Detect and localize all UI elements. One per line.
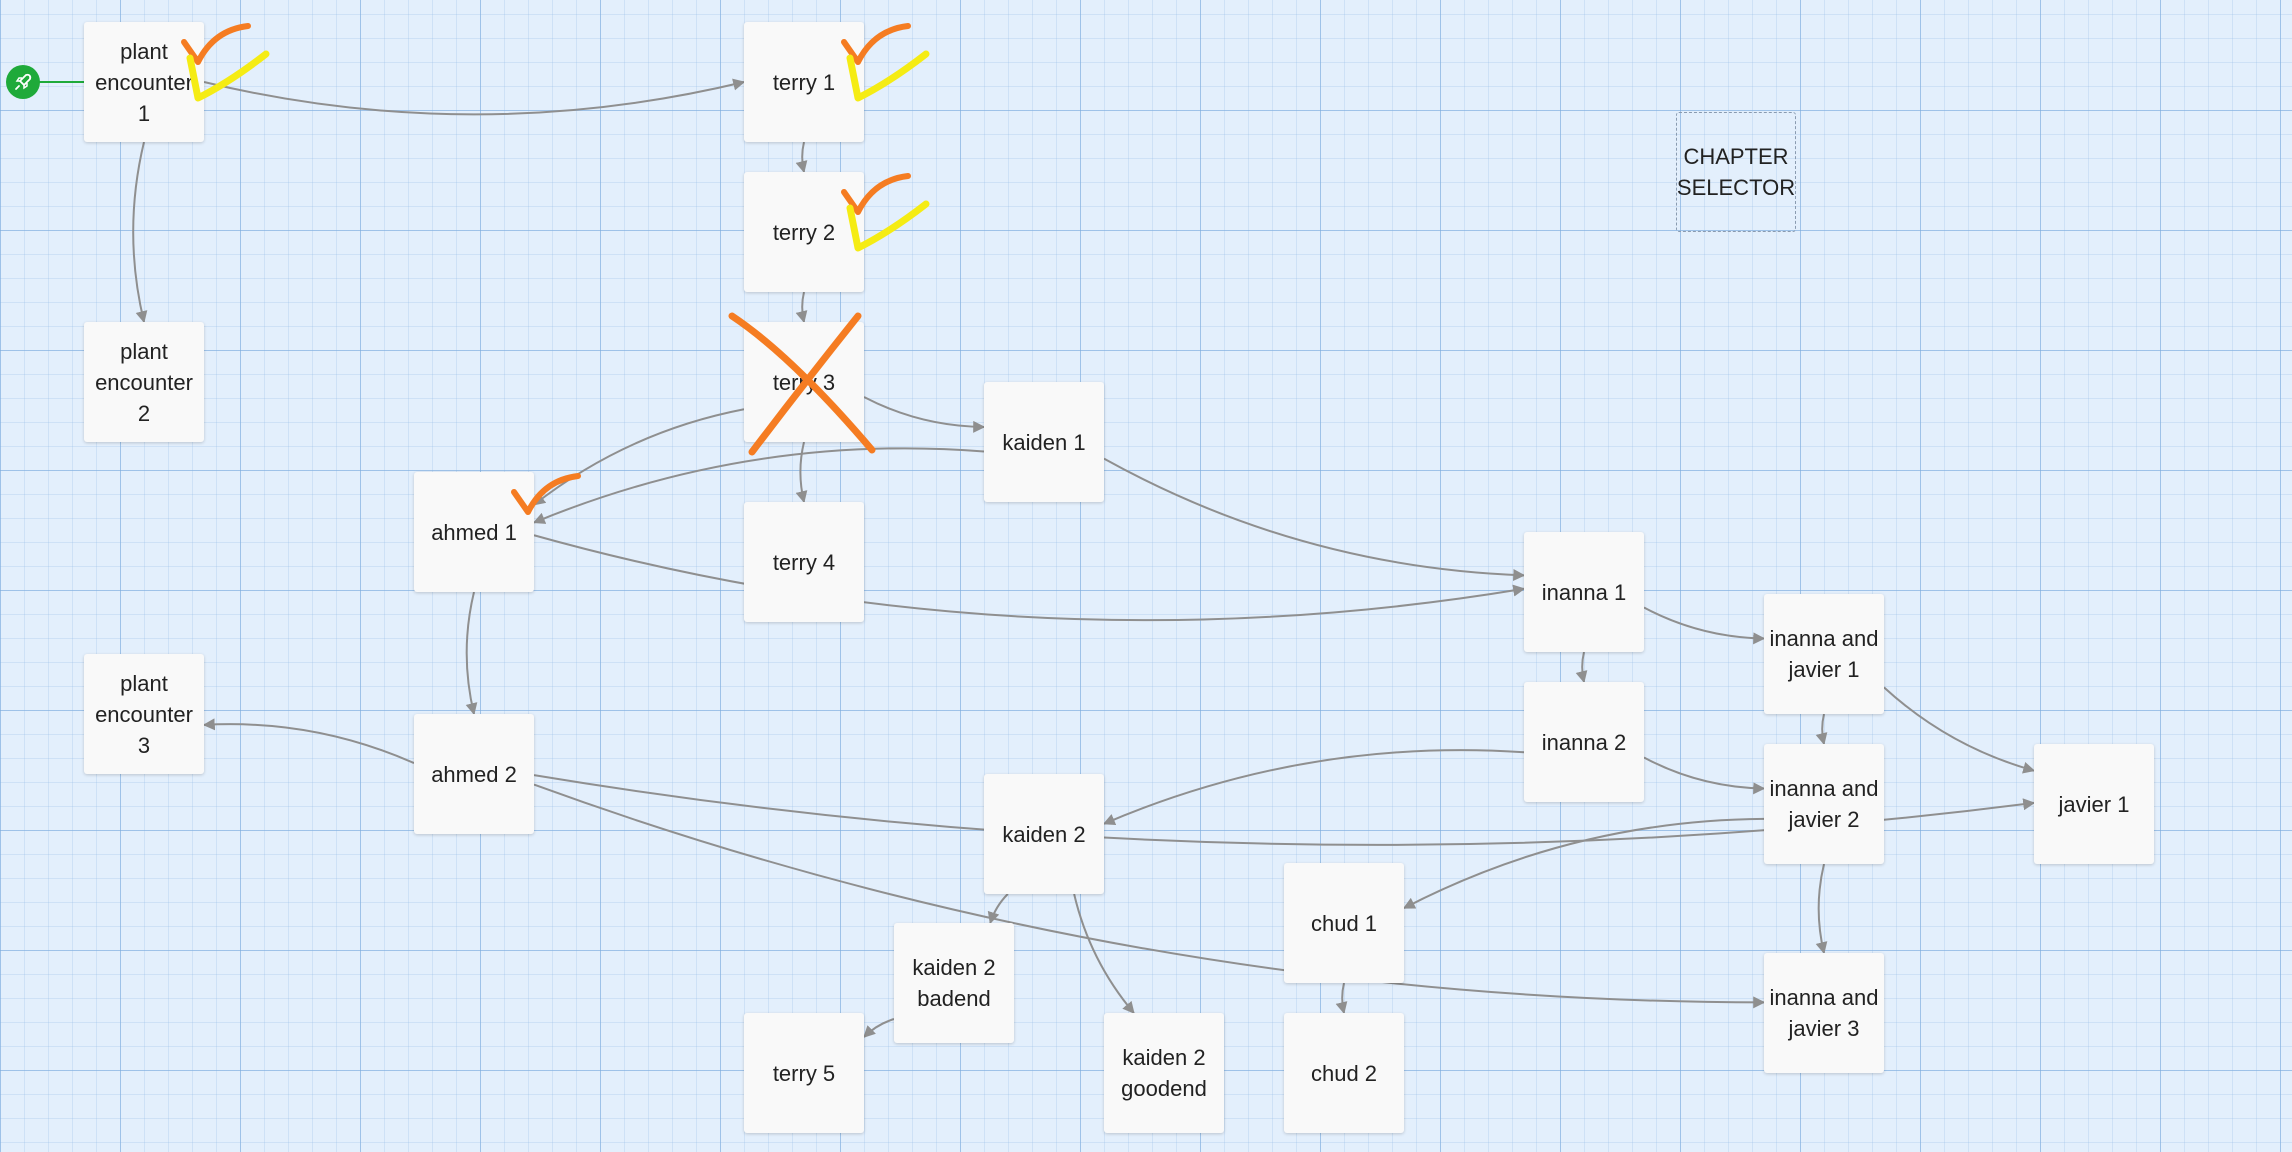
link-arrow-kaiden-1-to-ahmed-1 bbox=[532, 447, 985, 524]
rocket-icon bbox=[15, 73, 32, 90]
link-arrow-inanna-1-to-inanna-2 bbox=[1575, 651, 1588, 684]
passage-plant-encounter-2[interactable]: plant encounter 2 bbox=[84, 322, 204, 442]
link-arrow-chud-1-to-chud-2 bbox=[1335, 982, 1348, 1015]
link-arrow-plant-encounter-1-to-plant-encounter-2 bbox=[132, 141, 148, 324]
link-arrow-inanna-1-to-inanna-and-javier-1 bbox=[1643, 606, 1766, 645]
passage-ahmed-1[interactable]: ahmed 1 bbox=[414, 472, 534, 592]
passage-inanna-2[interactable]: inanna 2 bbox=[1524, 682, 1644, 802]
passage-terry-1[interactable]: terry 1 bbox=[744, 22, 864, 142]
link-arrow-ahmed-2-to-plant-encounter-3 bbox=[202, 718, 415, 765]
link-arrow-kaiden-2-badend-to-terry-5 bbox=[863, 1018, 895, 1038]
link-arrow-ahmed-1-to-inanna-1 bbox=[533, 534, 1526, 622]
passage-terry-5[interactable]: terry 5 bbox=[744, 1013, 864, 1133]
passage-kaiden-1[interactable]: kaiden 1 bbox=[984, 382, 1104, 502]
passage-inanna-1[interactable]: inanna 1 bbox=[1524, 532, 1644, 652]
link-arrow-terry-3-to-kaiden-1 bbox=[863, 396, 986, 433]
passage-kaiden-2-goodend[interactable]: kaiden 2 goodend bbox=[1104, 1013, 1224, 1133]
passage-chud-1[interactable]: chud 1 bbox=[1284, 863, 1404, 983]
passage-inanna-and-javier-2[interactable]: inanna and javier 2 bbox=[1764, 744, 1884, 864]
passage-terry-3[interactable]: terry 3 bbox=[744, 322, 864, 442]
passage-inanna-and-javier-3[interactable]: inanna and javier 3 bbox=[1764, 953, 1884, 1073]
passage-plant-encounter-3[interactable]: plant encounter 3 bbox=[84, 654, 204, 774]
start-connector bbox=[38, 81, 84, 83]
link-arrow-ahmed-2-to-inanna-and-javier-3 bbox=[533, 783, 1766, 1009]
passage-inanna-and-javier-1[interactable]: inanna and javier 1 bbox=[1764, 594, 1884, 714]
passage-plant-encounter-1[interactable]: plant encounter 1 bbox=[84, 22, 204, 142]
link-arrow-inanna-2-to-inanna-and-javier-2 bbox=[1643, 756, 1766, 795]
link-arrow-terry-2-to-terry-3 bbox=[795, 291, 808, 324]
link-arrow-inanna-2-to-kaiden-2 bbox=[1102, 749, 1525, 826]
passage-chud-2[interactable]: chud 2 bbox=[1284, 1013, 1404, 1133]
link-arrow-inanna-and-javier-2-to-inanna-and-javier-3 bbox=[1815, 863, 1828, 955]
passage-javier-1[interactable]: javier 1 bbox=[2034, 744, 2154, 864]
link-arrow-terry-1-to-terry-2 bbox=[795, 141, 808, 174]
passage-terry-4[interactable]: terry 4 bbox=[744, 502, 864, 622]
start-passage-badge[interactable] bbox=[6, 65, 40, 99]
passage-kaiden-2[interactable]: kaiden 2 bbox=[984, 774, 1104, 894]
link-arrow-ahmed-1-to-ahmed-2 bbox=[465, 591, 478, 716]
passage-chapter-selector[interactable]: CHAPTER SELECTOR bbox=[1676, 112, 1796, 232]
link-arrow-inanna-and-javier-2-to-chud-1 bbox=[1402, 817, 1765, 910]
passage-ahmed-2[interactable]: ahmed 2 bbox=[414, 714, 534, 834]
link-arrow-terry-3-to-terry-4 bbox=[795, 441, 808, 504]
passage-kaiden-2-badend[interactable]: kaiden 2 badend bbox=[894, 923, 1014, 1043]
link-arrow-inanna-and-javier-1-to-inanna-and-javier-2 bbox=[1815, 713, 1828, 746]
link-arrow-kaiden-1-to-inanna-1 bbox=[1103, 457, 1526, 581]
link-arrow-kaiden-2-to-kaiden-2-badend bbox=[987, 893, 1009, 925]
link-arrow-kaiden-2-to-kaiden-2-goodend bbox=[1073, 893, 1135, 1014]
link-arrow-inanna-and-javier-1-to-javier-1 bbox=[1883, 686, 2036, 774]
link-arrow-terry-3-to-ahmed-1 bbox=[533, 408, 745, 506]
link-arrow-plant-encounter-1-to-terry-1 bbox=[203, 78, 746, 116]
passage-terry-2[interactable]: terry 2 bbox=[744, 172, 864, 292]
